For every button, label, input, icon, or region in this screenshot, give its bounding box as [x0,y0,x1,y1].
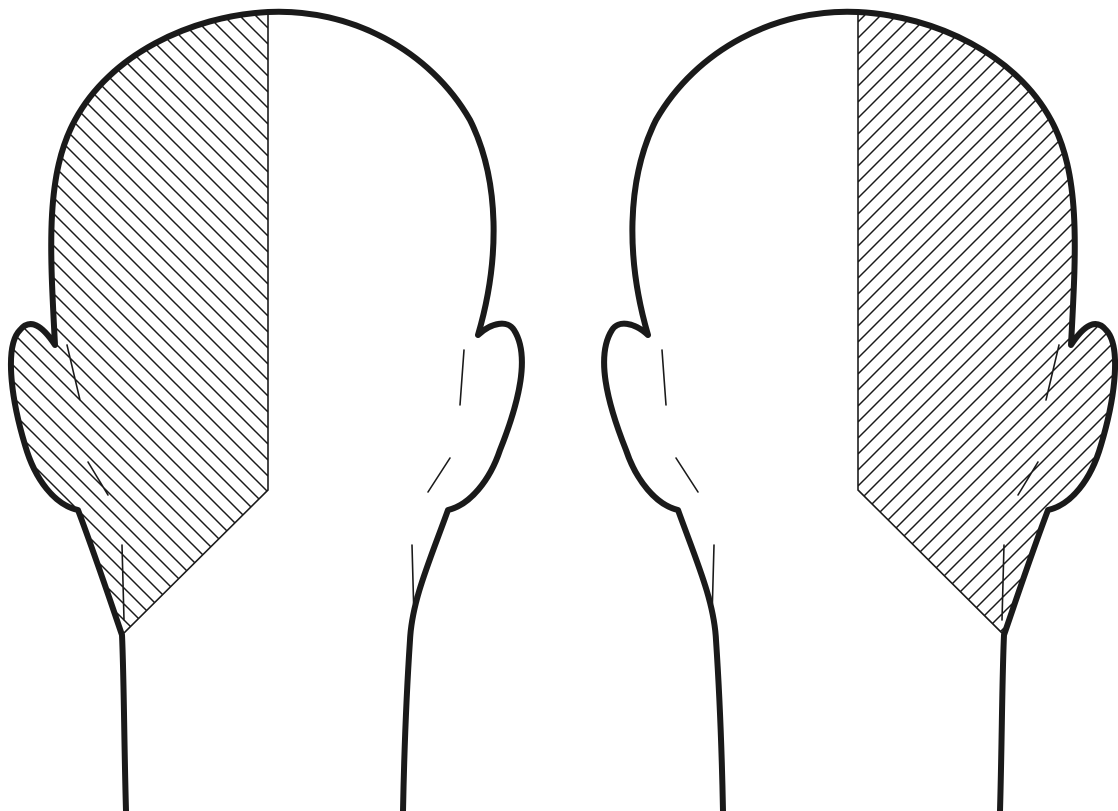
right-ear-fold-left [676,458,698,492]
left-ear-fold-right [428,458,450,492]
right-ear-crease-left [662,350,666,405]
left-head-shaded-region [11,12,268,635]
left-head [11,12,522,811]
left-ear-crease-right [460,350,464,405]
right-head-shaded-region [858,12,1115,635]
right-head [604,12,1115,811]
